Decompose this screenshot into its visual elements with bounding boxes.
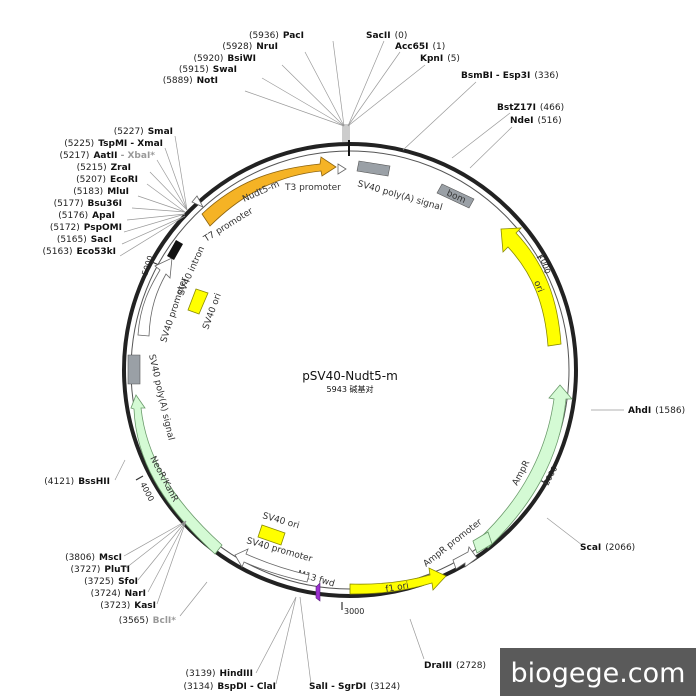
ori-label: ori — [531, 279, 545, 294]
sv40-intron-feature[interactable] — [167, 240, 183, 260]
sv40-intron-label: SV40 intron — [177, 245, 208, 297]
site-pluti[interactable]: (3727)PluTI — [70, 565, 130, 575]
sv40-promoter-lower-feature[interactable] — [234, 548, 310, 583]
plasmid-size: 5943 碱基对 — [327, 384, 374, 394]
m13-fwd-feature[interactable] — [315, 582, 321, 602]
site-msci[interactable]: (3806)MscI — [65, 553, 122, 563]
f1-ori-label: f1 ori — [385, 581, 410, 595]
sv40-polya-top-feature[interactable] — [356, 160, 391, 177]
sv40-polya-left-label: SV40 poly(A) signal — [146, 353, 176, 441]
site-kasi[interactable]: (3723)KasI — [100, 601, 156, 611]
site-tspmi[interactable]: (5225)TspMI - XmaI — [64, 139, 163, 149]
site-bsiwi[interactable]: (5920)BsiWI — [193, 54, 256, 64]
site-saci[interactable]: (5165)SacI — [57, 235, 112, 245]
site-noti[interactable]: (5889)NotI — [163, 76, 218, 86]
site-bstz17i[interactable]: BstZ17I(466) — [497, 103, 564, 113]
site-swai[interactable]: (5915)SwaI — [179, 65, 237, 75]
site-smai[interactable]: (5227)SmaI — [114, 127, 173, 137]
ori-feature[interactable] — [500, 227, 562, 347]
watermark-text: biogege.com — [511, 658, 686, 689]
ampr-promoter-feature[interactable] — [452, 546, 478, 570]
t3-promoter-label: T3 promoter — [284, 183, 341, 193]
nudt5-feature[interactable] — [201, 156, 337, 227]
watermark-box — [500, 648, 696, 696]
sv40-polya-top-label: SV40 poly(A) signal — [356, 179, 443, 213]
site-sacii[interactable]: SacII(0) — [366, 31, 407, 41]
sv40-ori-lower-feature[interactable] — [257, 524, 286, 546]
site-eco53ki[interactable]: (5163)Eco53kI — [43, 247, 116, 257]
site-acc65i[interactable]: Acc65I(1) — [395, 42, 445, 52]
site-apai[interactable]: (5176)ApaI — [58, 211, 115, 221]
site-bspdi[interactable]: (3134)BspDI - ClaI — [183, 682, 276, 692]
t7-promoter-feature[interactable] — [191, 195, 204, 208]
site-kpni[interactable]: KpnI(5) — [420, 54, 460, 64]
origin-band — [342, 124, 350, 142]
site-sali[interactable]: SalI - SgrDI(3124) — [309, 682, 400, 692]
site-bsshii[interactable]: (4121)BssHII — [44, 477, 110, 487]
ampr-feature[interactable] — [479, 384, 573, 549]
site-paci[interactable]: (5936)PacI — [249, 31, 304, 41]
site-ndei[interactable]: NdeI(516) — [510, 116, 562, 126]
site-ecori[interactable]: (5207)EcoRI — [76, 175, 138, 185]
site-leader-lines — [114, 40, 624, 685]
site-bsu36i[interactable]: (5177)Bsu36I — [54, 199, 122, 209]
sv40-polya-left-feature[interactable] — [127, 354, 141, 385]
f1-ori-feature[interactable] — [349, 567, 447, 595]
neor-kanr-feature[interactable] — [130, 394, 223, 555]
site-nrui[interactable]: (5928)NruI — [222, 42, 278, 52]
site-pspomi[interactable]: (5172)PspOMI — [50, 223, 122, 233]
site-aatii[interactable]: (5217)AatII - XbaI* — [60, 151, 156, 161]
bom-label: bom — [445, 189, 467, 206]
site-bsmbi[interactable]: BsmBI - Esp3I(336) — [461, 71, 559, 81]
plasmid-name: pSV40-Nudt5-m — [302, 369, 398, 383]
site-draiii[interactable]: DraIII(2728) — [424, 661, 486, 671]
sv40-ori-upper-feature[interactable] — [187, 288, 209, 315]
site-scai[interactable]: ScaI(2066) — [580, 543, 635, 553]
site-nari[interactable]: (3724)NarI — [91, 589, 146, 599]
tick-label-3000: 3000 — [344, 607, 364, 616]
ampr-promoter-green-feature[interactable] — [472, 531, 493, 554]
site-bcli[interactable]: (3565)BclI* — [119, 616, 177, 626]
site-ahdi[interactable]: AhdI(1586) — [628, 406, 685, 416]
site-sfoi[interactable]: (3725)SfoI — [84, 577, 138, 587]
bom-feature[interactable] — [436, 183, 475, 209]
site-zrai[interactable]: (5215)ZraI — [77, 163, 131, 173]
t3-promoter-feature[interactable] — [337, 163, 347, 175]
sv40-promoter-upper-feature[interactable] — [137, 257, 173, 337]
site-hindiii[interactable]: (3139)HindIII — [186, 669, 253, 679]
site-mlui[interactable]: (5183)MluI — [73, 187, 129, 197]
